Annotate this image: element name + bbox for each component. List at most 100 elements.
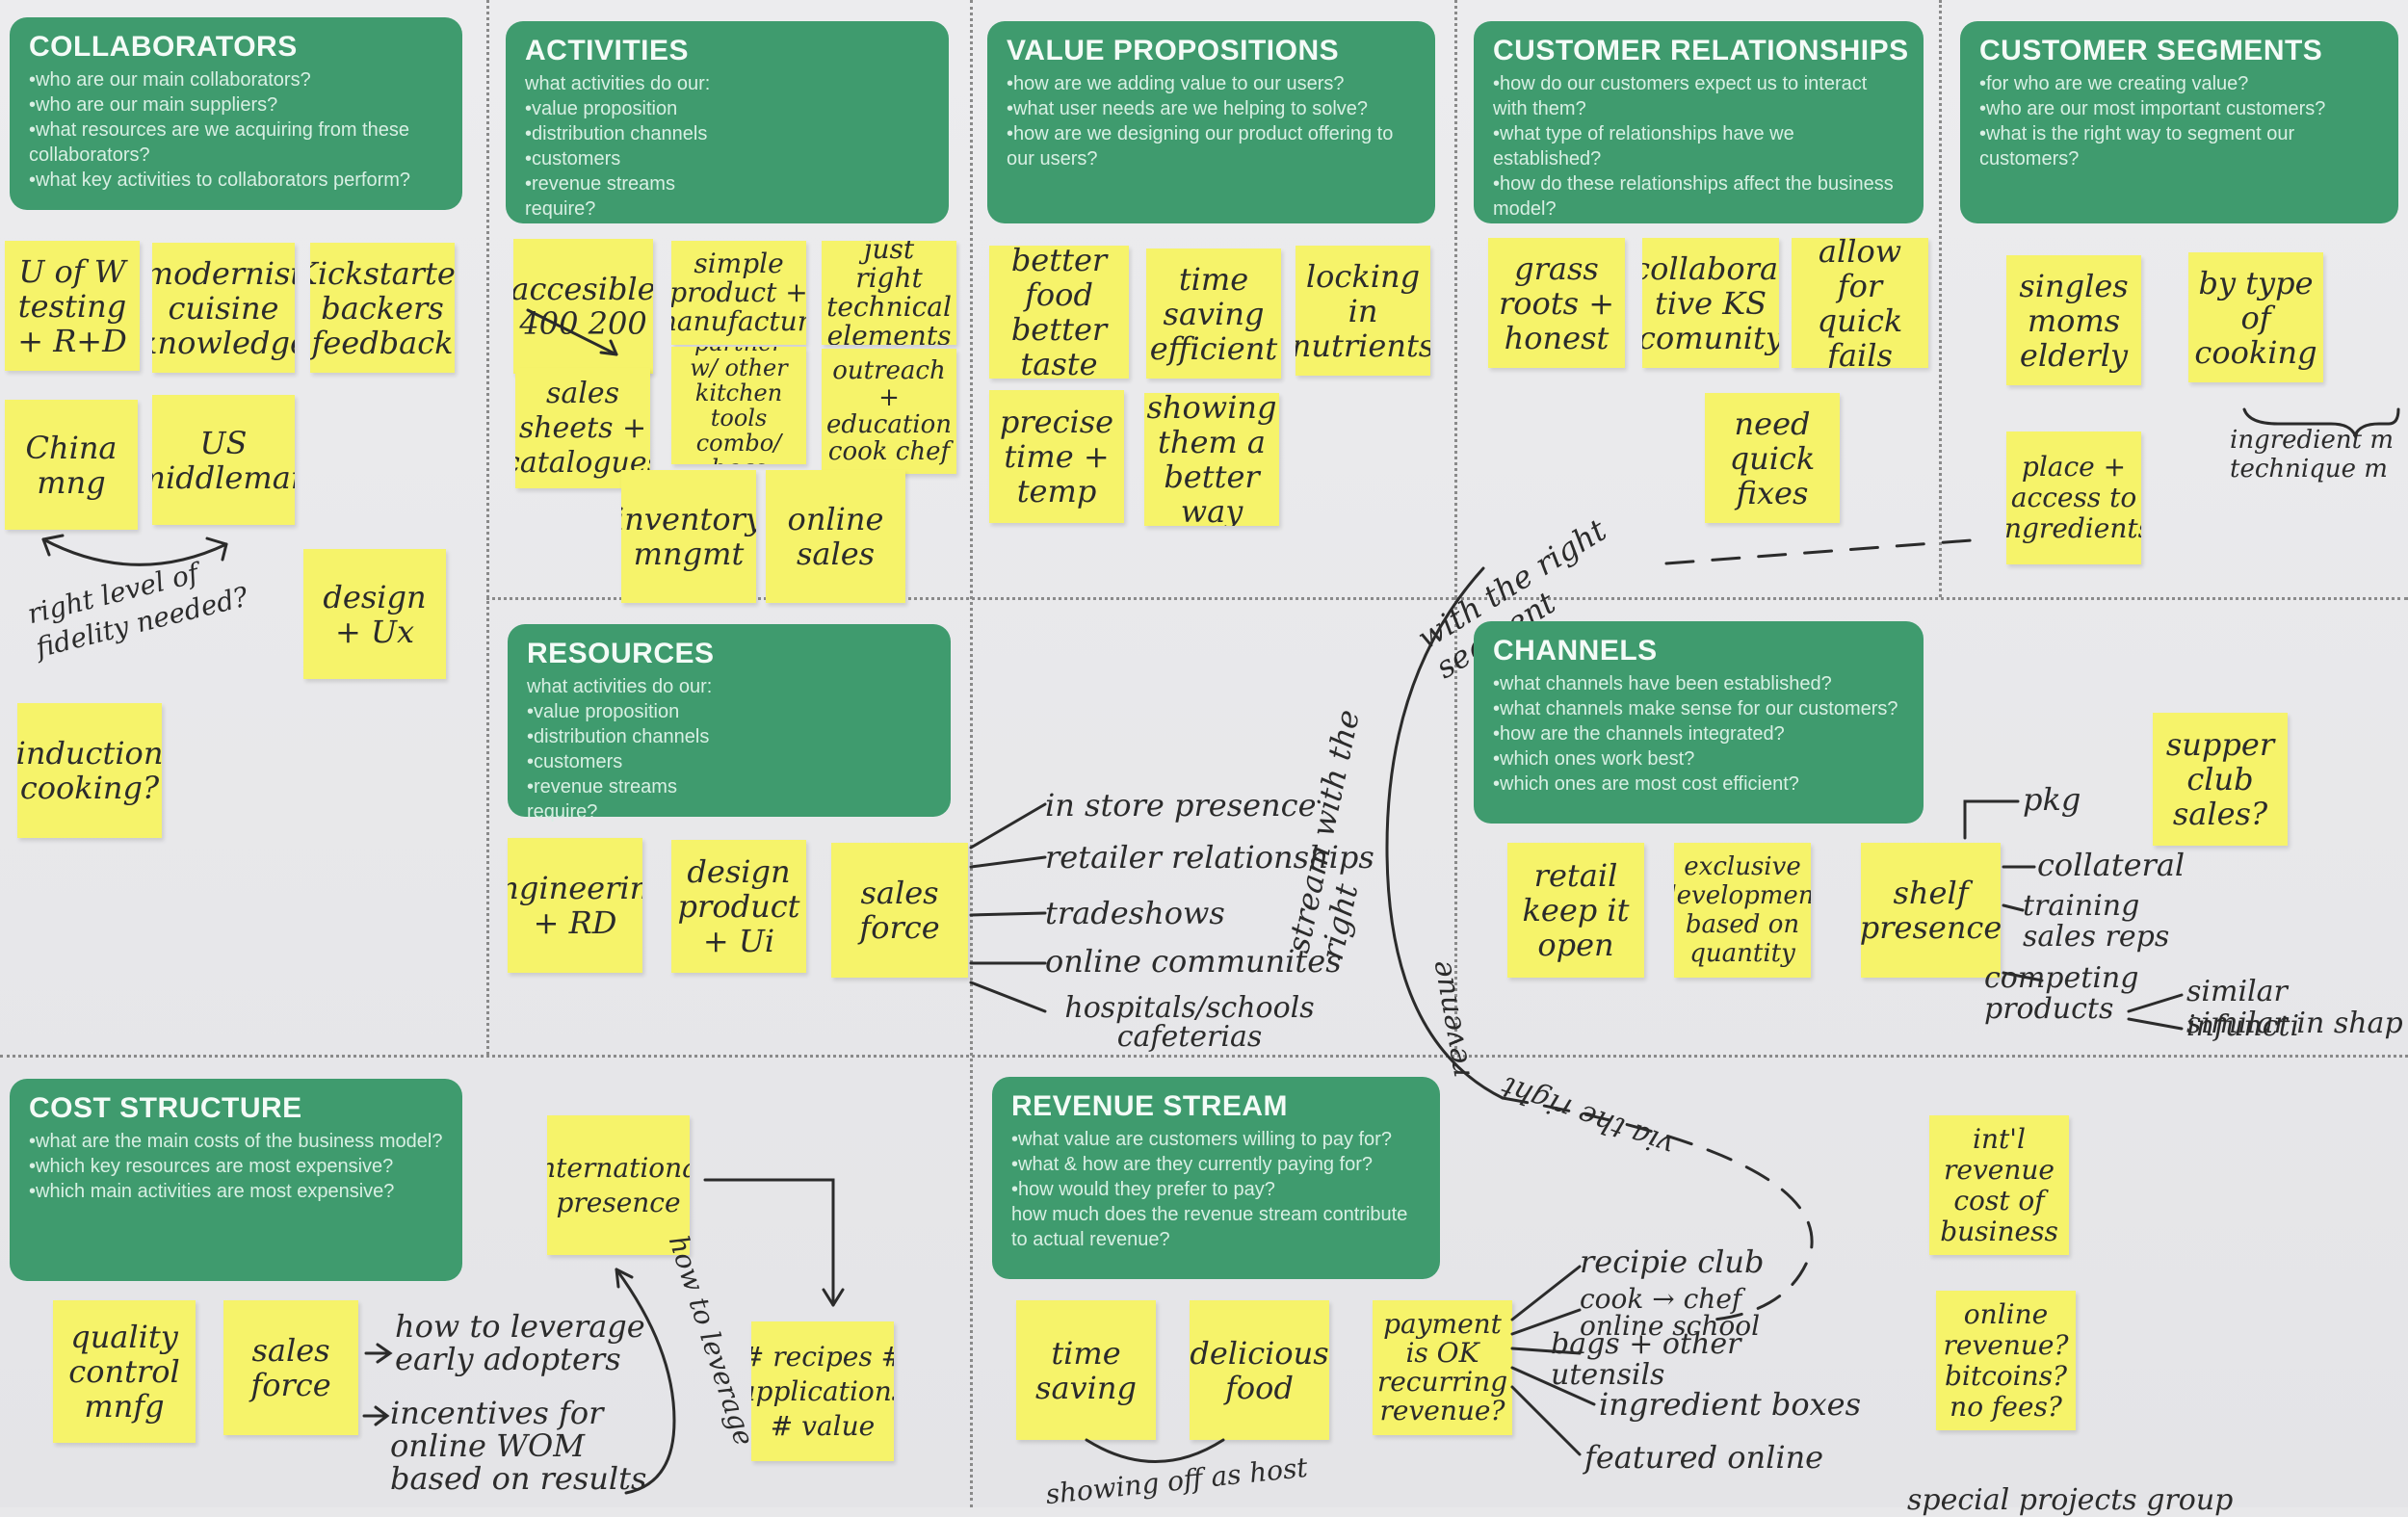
training-connector — [2002, 903, 2025, 912]
sticky-note: modernist cuisine knowledge — [152, 243, 295, 373]
sticky-note: design product + Ui — [671, 840, 806, 973]
pkg-connector — [1963, 799, 2020, 840]
prompt-line: •value proposition — [525, 98, 678, 119]
prompt-line: •customers — [525, 148, 621, 170]
prompt-line: •what & how are they currently paying fo… — [1011, 1154, 1373, 1175]
handwritten-annotation: how to leverage — [662, 1231, 761, 1450]
arrow-head — [364, 1343, 393, 1364]
sticky-note: accesible 400 200 — [513, 239, 653, 374]
prompt-line: •how do these relationships affect the b… — [1493, 173, 1894, 220]
prompt-line: •what channels have been established? — [1493, 673, 1832, 694]
section-title: ACTIVITIES — [525, 35, 690, 66]
branch-label: online communites — [1045, 943, 1342, 980]
sticky-note: design + Ux — [303, 549, 446, 679]
section-title: RESOURCES — [527, 638, 715, 669]
sticky-note: time saving — [1016, 1300, 1156, 1440]
branch-label: featured online — [1584, 1439, 1824, 1476]
branch-label: similar in shap — [2186, 1007, 2403, 1040]
sticky-note: collabora- tive KS comunity — [1642, 238, 1779, 368]
prompt-line: •which ones work best? — [1493, 748, 1695, 770]
divider — [1939, 0, 1942, 597]
branch-label: ingredient boxes — [1599, 1386, 1862, 1423]
handwritten-annotation: revenue — [1424, 957, 1479, 1081]
handwritten-annotation: showing off as host — [1043, 1451, 1310, 1511]
branch-label: retailer relationships — [1045, 839, 1374, 876]
sticky-note: U of W testing + R+D — [5, 241, 140, 371]
prompt-line: •how are we adding value to our users? — [1007, 73, 1345, 94]
right-segment-dashed-line — [1664, 537, 1986, 565]
branch-connector — [969, 911, 1047, 917]
sticky-note: sales force — [831, 843, 968, 978]
prompt-line: •what type of relationships have we esta… — [1493, 123, 1794, 170]
sticky-note: grass roots + honest — [1488, 238, 1625, 368]
sticky-note: sales force — [223, 1300, 358, 1435]
arrow-head — [615, 1268, 634, 1289]
prompt-line: •what is the right way to segment our cu… — [1979, 123, 2295, 170]
divider — [0, 1055, 2408, 1058]
section-title: VALUE PROPOSITIONS — [1007, 35, 1340, 66]
prompt-line: •revenue streams — [527, 776, 677, 798]
section-title: CUSTOMER SEGMENTS — [1979, 35, 2323, 66]
divider — [970, 0, 973, 1507]
divider — [486, 597, 1454, 600]
prompt-line: •value proposition — [527, 701, 680, 722]
sticky-note: better food better taste — [989, 246, 1129, 379]
sticky-note: US middleman — [152, 395, 295, 525]
prompt-line: require? — [527, 801, 598, 823]
prompt-line: •distribution channels — [527, 726, 710, 747]
sticky-note: payment is OK recurring revenue? — [1373, 1300, 1512, 1435]
sticky-note: Kickstarter backers feedback — [310, 243, 455, 373]
arrow-head — [362, 1405, 390, 1426]
branch-label: similar infuncti — [2186, 975, 2300, 1043]
sticky-note: online sales — [766, 470, 905, 603]
host-curve — [1085, 1438, 1225, 1463]
prompt-line: •revenue streams — [525, 173, 675, 195]
sticky-note: sales sheets + catalogues — [515, 368, 650, 488]
customer-relationships-header: CUSTOMER RELATIONSHIPS •how do our custo… — [1474, 21, 1924, 223]
branch-label: competing products — [1984, 961, 2139, 1026]
sticky-note: locking in nutrients — [1296, 246, 1430, 376]
branch-connector — [969, 802, 1047, 850]
branch-label: training sales reps — [2023, 889, 2170, 954]
sticky-note: need quick fixes — [1705, 393, 1840, 523]
sticky-note: singles moms elderly — [2006, 255, 2141, 385]
branch-label: hospitals/schools cafeterias — [1064, 991, 1315, 1054]
sticky-note: place + access to ingredients — [2006, 432, 2141, 564]
sticky-note: engineering + RD — [508, 838, 642, 973]
section-title: COST STRUCTURE — [29, 1092, 302, 1124]
branch-connector — [1510, 1265, 1582, 1321]
sticky-note: just right technical elements — [822, 241, 956, 345]
prompt-line: •which ones are most cost efficient? — [1493, 773, 1799, 795]
prompt-line: •for who are we creating value? — [1979, 73, 2249, 94]
prompt-line: •which key resources are most expensive? — [29, 1156, 394, 1177]
prompt-line: •how are we designing our product offeri… — [1007, 123, 1394, 170]
branch-label: pkg — [2023, 781, 2081, 818]
cost-structure-header: COST STRUCTURE •what are the main costs … — [10, 1079, 462, 1281]
sticky-note: online revenue? bitcoins? no fees? — [1936, 1291, 2076, 1430]
sticky-note: # recipes # applications # value — [751, 1321, 894, 1461]
prompt-line: •who are our main suppliers? — [29, 94, 278, 116]
divider — [1454, 597, 2408, 600]
sticky-note: supper club sales? — [2153, 713, 2288, 846]
sticky-note: time saving efficient — [1146, 248, 1281, 379]
branch-label: recipie club — [1580, 1243, 1765, 1280]
sticky-note: outreach + education cook chef — [822, 349, 956, 474]
handwritten-annotation: ingredient m technique m — [2230, 426, 2394, 484]
divider — [486, 0, 489, 1055]
prompt-line: what activities do our: — [527, 676, 713, 697]
sticky-note: shelf presence — [1861, 843, 2001, 978]
collaborators-header: COLLABORATORS •who are our main collabor… — [10, 17, 462, 210]
section-title: COLLABORATORS — [29, 31, 298, 63]
branch-label: how to leverage early adopters — [395, 1308, 645, 1377]
customer-segments-header: CUSTOMER SEGMENTS •for who are we creati… — [1960, 21, 2398, 223]
sticky-note: international presence — [547, 1115, 690, 1255]
prompt-line: •how are the channels integrated? — [1493, 723, 1785, 745]
branch-connector — [1510, 1385, 1582, 1456]
prompt-line: •who are our main collaborators? — [29, 69, 311, 91]
prompt-line: •what value are customers willing to pay… — [1011, 1129, 1392, 1150]
branch-label: collateral — [2037, 847, 2186, 883]
branch-label: tradeshows — [1045, 895, 1225, 931]
handwritten-annotation: via the right — [1497, 1069, 1679, 1163]
arrow-head — [822, 1288, 845, 1307]
